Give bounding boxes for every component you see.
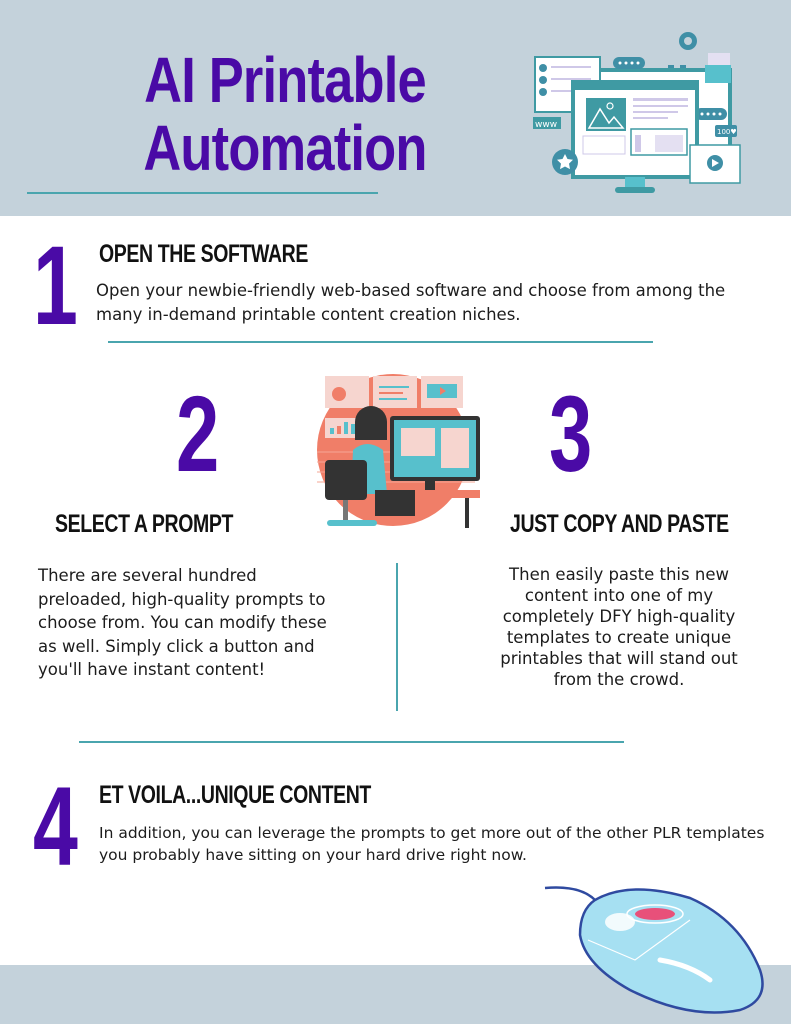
step-2-body: There are several hundred preloaded, hig… bbox=[38, 566, 327, 679]
step-1-divider bbox=[108, 341, 653, 343]
monitor-illustration-icon: www 100♥ bbox=[533, 32, 741, 193]
step-2-number: 2 bbox=[176, 373, 220, 494]
step-4-heading: ET VOILA...UNIQUE CONTENT bbox=[99, 781, 371, 809]
computer-mouse-illustration-icon bbox=[544, 886, 764, 1014]
svg-text:100♥: 100♥ bbox=[717, 128, 737, 136]
step-1-body: Open your newbie-friendly web-based soft… bbox=[96, 281, 726, 324]
step-1-number: 1 bbox=[33, 223, 78, 348]
page-title: AI Printable Automation bbox=[125, 46, 445, 182]
title-line-1: AI Printable bbox=[144, 44, 427, 116]
column-divider bbox=[396, 563, 398, 711]
step-3-body: Then easily paste this new content into … bbox=[500, 565, 738, 689]
step-2-heading: SELECT A PROMPT bbox=[55, 510, 233, 538]
title-line-2: Automation bbox=[143, 112, 427, 184]
step-4-body: In addition, you can leverage the prompt… bbox=[99, 824, 765, 864]
step-3-number: 3 bbox=[549, 373, 593, 494]
svg-text:www: www bbox=[535, 120, 557, 130]
step-3-heading: JUST COPY AND PASTE bbox=[510, 510, 729, 538]
header-divider bbox=[27, 192, 378, 194]
step-3-divider bbox=[79, 741, 624, 743]
woman-at-computer-illustration-icon bbox=[317, 374, 480, 528]
step-4-number: 4 bbox=[33, 764, 78, 889]
step-1-heading: OPEN THE SOFTWARE bbox=[99, 240, 308, 268]
